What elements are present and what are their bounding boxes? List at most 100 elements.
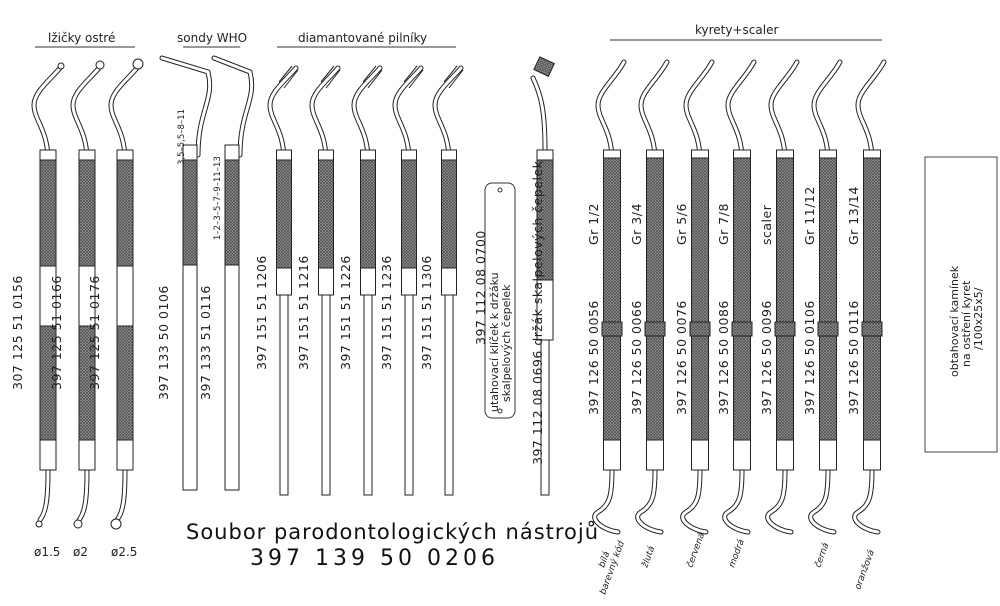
curette-shank-inner [723, 468, 750, 534]
sharpening-stone [924, 156, 998, 453]
curette-shank-inner [639, 60, 669, 162]
diamond-coating [325, 69, 341, 89]
file-rod [444, 294, 454, 496]
knurled-grip [182, 159, 198, 266]
curette-shank-inner [812, 60, 842, 162]
file-rod [279, 294, 289, 496]
instrument-code: 397 151 51 1226 [338, 255, 353, 370]
instrument-code: 397 126 50 0096 [759, 300, 774, 415]
curette-shank-inner [684, 60, 714, 162]
spoon-shank-inner [109, 66, 139, 162]
knurled-grip [819, 335, 837, 441]
curette-shank-inner [853, 468, 880, 534]
heading-spoons: lžičky ostré [48, 31, 115, 45]
color-code: oranžová [853, 548, 877, 591]
tip-diameter: ø2 [73, 545, 88, 559]
curette-shank-inner [593, 468, 620, 534]
knurled-grip [441, 159, 457, 269]
color-band [817, 321, 839, 337]
color-band [689, 321, 711, 337]
instrument-code: Gr 13/14 [846, 186, 861, 245]
file-shank-inner [433, 66, 463, 162]
file-rod [404, 294, 414, 496]
instrument-code: 3,5–5,5–8–11 [177, 109, 187, 165]
knurled-grip [224, 159, 240, 266]
knurled-grip [603, 157, 621, 323]
spoon-shank-inner [38, 468, 50, 522]
diamond-coating [320, 65, 335, 83]
knurled-grip [691, 335, 709, 441]
file-shank-inner [352, 66, 382, 162]
spoon-tip-icon [110, 518, 122, 530]
color-band [861, 321, 883, 337]
instrument-code: Gr 3/4 [629, 203, 644, 245]
set-title: Soubor parodontologických nástrojů [186, 520, 599, 544]
instrument-code: 397 126 50 0076 [674, 300, 689, 415]
instrument-code: 397 133 50 0106 [156, 285, 171, 400]
diamond-coating [408, 69, 424, 89]
diamond-coating [278, 65, 293, 83]
color-band [601, 321, 623, 337]
spoon-tip-icon [35, 520, 43, 528]
file-shank-inner [268, 66, 298, 162]
knurled-grip [863, 335, 881, 441]
instrument-code: 397 151 51 1206 [254, 255, 269, 370]
instrument-code: 397 126 50 0086 [716, 300, 731, 415]
probe-shank-inner [212, 56, 254, 157]
tip-diameter: ø1.5 [34, 545, 60, 559]
diamond-coating [448, 69, 464, 89]
knurled-grip [39, 325, 57, 441]
instrument-code: 397 126 50 0106 [802, 300, 817, 415]
hole-icon [497, 187, 503, 193]
heading-probes: sondy WHO [177, 31, 247, 45]
knurled-grip [691, 157, 709, 323]
instrument-code: 397 125 51 0166 [49, 275, 64, 390]
knurled-grip [776, 335, 794, 441]
knurled-grip [78, 159, 96, 267]
instrument-code: 397 126 50 0056 [586, 300, 601, 415]
holder-rod [540, 339, 550, 496]
spoon-tip-icon [132, 58, 144, 70]
knurled-grip [39, 159, 57, 267]
curette-shank-inner [856, 60, 886, 162]
spoon-tip-icon [73, 519, 83, 529]
instrument-code: 397 151 51 1216 [296, 255, 311, 370]
instrument-code: 397 126 50 0066 [629, 300, 644, 415]
blade-clamp-icon [533, 56, 555, 77]
curette-shank-inner [809, 468, 836, 534]
knurled-grip [318, 159, 334, 269]
knurled-grip [116, 159, 134, 267]
heading-files: diamantované pilníky [298, 31, 427, 45]
instrument-code: 397 151 51 1306 [419, 255, 434, 370]
instrument-code: 397 126 50 0116 [846, 300, 861, 415]
knurled-grip [863, 157, 881, 323]
color-code: černá [812, 541, 831, 569]
diamond-coating [403, 65, 418, 83]
knurled-grip [733, 335, 751, 441]
holder-shank-inner [531, 76, 547, 152]
knurled-grip [276, 159, 292, 269]
diamond-coating [443, 65, 458, 83]
knurled-grip [360, 159, 376, 269]
stone-label: /100x25x5/ [972, 287, 985, 350]
color-band [644, 321, 666, 337]
color-code: červená [684, 531, 707, 569]
instrument-code: Gr 7/8 [716, 203, 731, 245]
knurled-grip [536, 159, 554, 281]
curette-shank-inner [769, 60, 799, 162]
spoon-shank-inner [77, 468, 89, 522]
knurled-grip [776, 157, 794, 323]
diamond-coating [367, 69, 383, 89]
stone-label: obtahovací kamínek [948, 265, 961, 377]
instrument-code: 397 125 51 0176 [87, 275, 102, 390]
scalpel-holder-code: 397 112 08 0696 držák skalpelových čepel… [530, 160, 545, 465]
spoon-tip-icon [57, 62, 65, 70]
curette-shank-inner [636, 468, 663, 534]
spoon-tip-icon [95, 60, 105, 70]
diamond-coating [362, 65, 377, 83]
scalpel-key-code: 397 112 08 0700 [473, 230, 488, 345]
scalpel-key-label: skalpelových čepelek [500, 284, 513, 402]
curette-shank-inner [596, 60, 626, 162]
spoon-shank-inner [115, 468, 127, 522]
curette-shank-inner [726, 60, 756, 162]
